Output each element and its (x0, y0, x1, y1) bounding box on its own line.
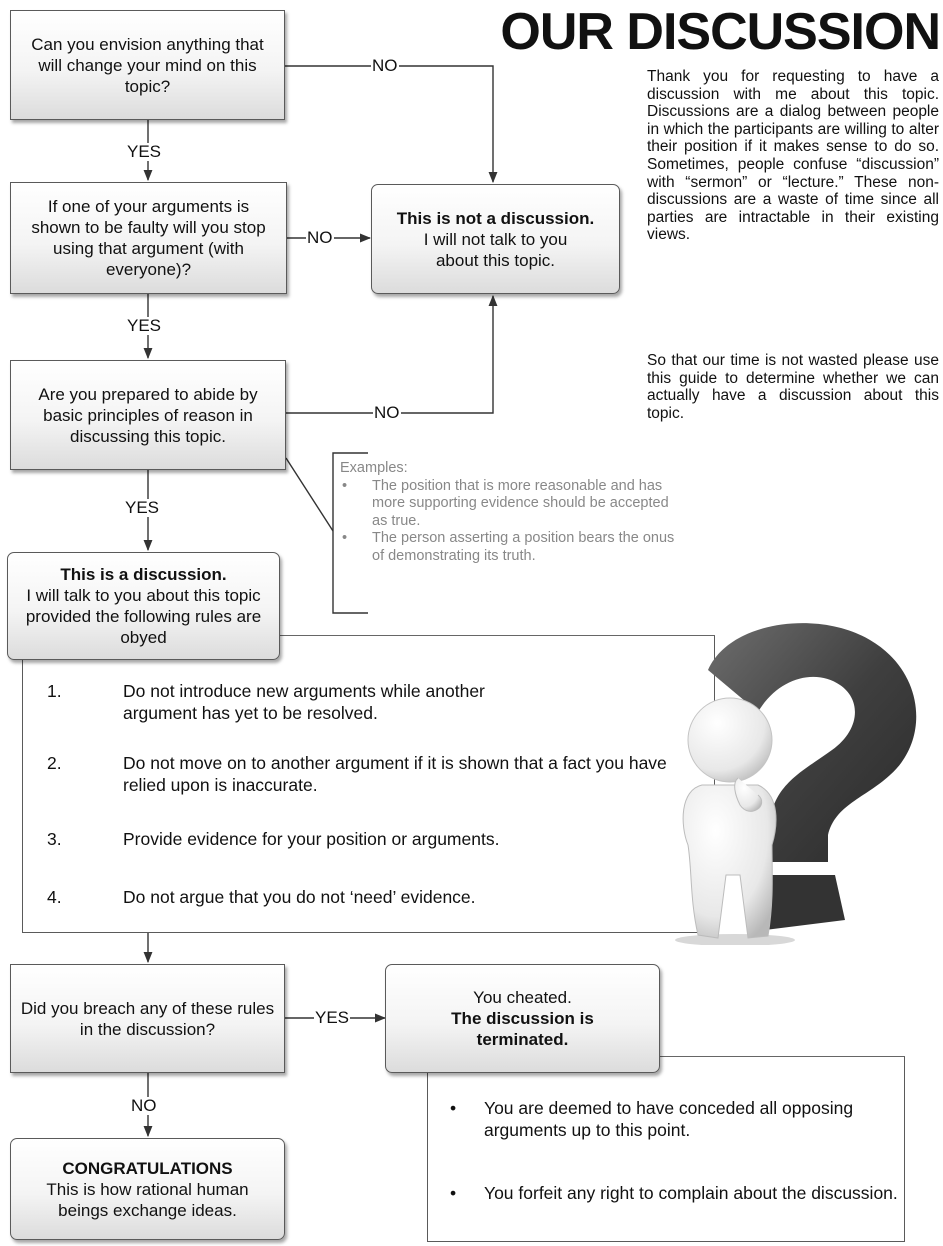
label-yes-3: YES (124, 498, 161, 517)
not-discussion-title: This is not a discussion. (396, 208, 595, 228)
consequence-text: You are deemed to have conceded all oppo… (484, 1098, 854, 1140)
label-no-1: NO (371, 56, 399, 75)
question-faulty-argument: If one of your arguments is shown to be … (10, 182, 287, 294)
rule-number: 2. (47, 753, 62, 773)
label-yes-1: YES (126, 142, 163, 161)
cheated-box: You cheated. The discussion is terminate… (385, 964, 660, 1073)
consequences-panel (427, 1057, 905, 1242)
label-no-2: NO (306, 228, 334, 247)
question-principles-of-reason: Are you prepared to abide by basic princ… (10, 360, 286, 470)
cheated-terminated: The discussion is terminated. (451, 1009, 594, 1049)
rule-text: Do not introduce new arguments while ano… (123, 681, 485, 723)
question-breach-rules-text: Did you breach any of these rules in the… (20, 998, 275, 1039)
question-change-mind-text: Can you envision anything that will chan… (31, 34, 264, 96)
example-item: The position that is more reasonable and… (340, 478, 685, 531)
rule-number: 4. (47, 887, 62, 907)
discussion-box: This is a discussion. I will talk to you… (7, 552, 280, 660)
rule-number: 3. (47, 829, 62, 849)
question-breach-rules: Did you breach any of these rules in the… (10, 964, 285, 1073)
consequence-text: You forfeit any right to complain about … (484, 1183, 898, 1203)
question-mark-figure-icon (675, 623, 917, 945)
label-no-3: NO (373, 403, 401, 422)
label-yes-4: YES (314, 1008, 351, 1027)
not-discussion-box: This is not a discussion. I will not tal… (371, 184, 620, 294)
label-yes-2: YES (126, 316, 163, 335)
example-item: The person asserting a position bears th… (340, 530, 685, 565)
not-discussion-body: I will not talk to you about this topic. (423, 229, 568, 270)
label-no-4: NO (130, 1096, 158, 1115)
intro-paragraph: Thank you for requesting to have a discu… (647, 68, 939, 244)
rule-text: Do not argue that you do not ‘need’ evid… (123, 887, 476, 907)
bullet-icon: • (450, 1183, 457, 1203)
congratulations-box: CONGRATULATIONS This is how rational hum… (10, 1138, 285, 1240)
examples-note: Examples: The position that is more reas… (340, 460, 685, 565)
rule-text: Do not move on to another argument if it… (123, 753, 667, 795)
intro-instructions: So that our time is not wasted please us… (647, 352, 939, 422)
bullet-icon: • (450, 1098, 457, 1118)
question-principles-of-reason-text: Are you prepared to abide by basic princ… (38, 384, 258, 446)
discussion-body: I will talk to you about this topic prov… (25, 586, 262, 647)
cheated-line: You cheated. (473, 988, 572, 1007)
page-title: OUR DISCUSSION (500, 3, 941, 61)
question-faulty-argument-text: If one of your arguments is shown to be … (31, 197, 266, 279)
question-change-mind: Can you envision anything that will chan… (10, 10, 285, 120)
rules-panel (22, 636, 715, 933)
congratulations-body: This is how rational human beings exchan… (46, 1179, 249, 1220)
rule-number: 1. (47, 681, 62, 701)
examples-heading: Examples: (340, 460, 408, 476)
rule-text: Provide evidence for your position or ar… (123, 829, 500, 849)
discussion-title: This is a discussion. (60, 565, 227, 584)
congratulations-title: CONGRATULATIONS (62, 1158, 233, 1178)
